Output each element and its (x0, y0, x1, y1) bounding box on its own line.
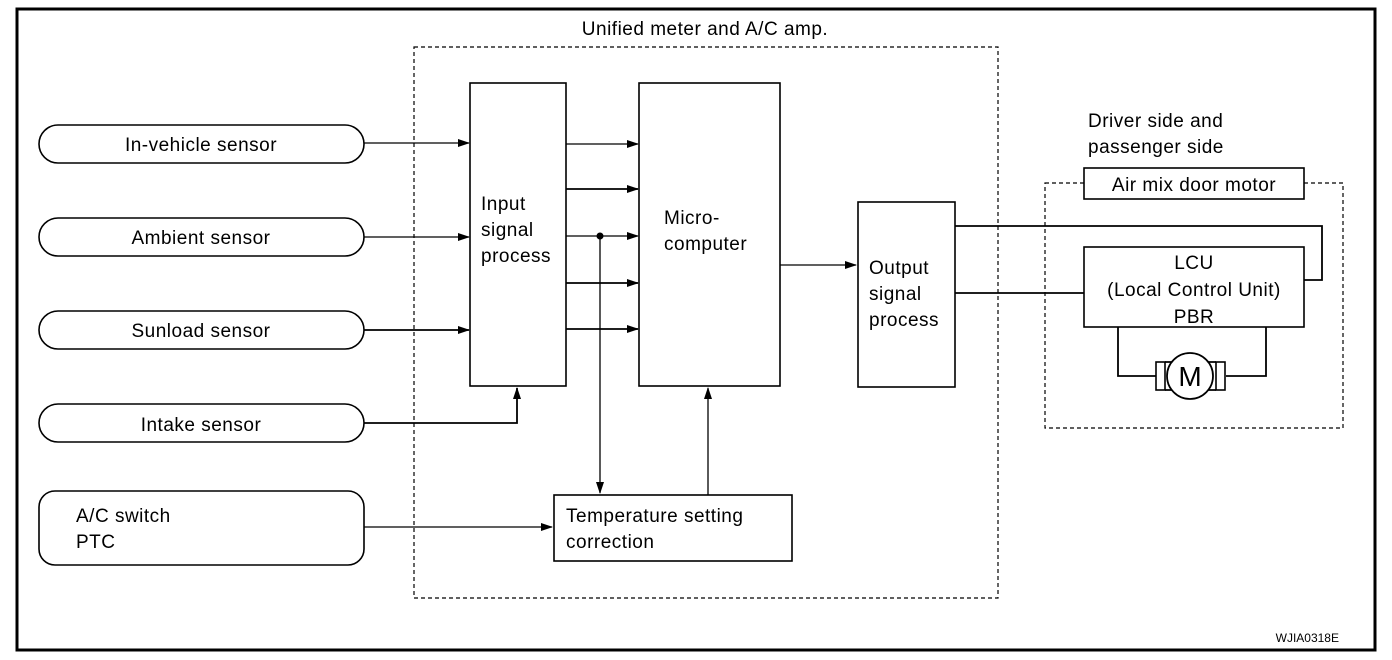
input-process-line3: process (481, 246, 551, 267)
outer-frame (15, 7, 1377, 652)
output-process-line3: process (869, 310, 939, 331)
microcomputer-line2: computer (664, 234, 747, 255)
sunload-sensor-label: Sunload sensor (131, 321, 270, 342)
motor-icon: M (1117, 327, 1267, 400)
driver-side-line2: passenger side (1088, 137, 1224, 158)
air-mix-door-motor-box: Air mix door motor (1083, 167, 1305, 200)
output-process-line1: Output (869, 258, 929, 279)
in-vehicle-sensor-label: In-vehicle sensor (125, 135, 277, 156)
air-mix-door-motor-label: Air mix door motor (1112, 175, 1276, 196)
microcomputer-box: Micro- computer (638, 82, 781, 387)
input-signal-process-box: Input signal process (469, 82, 567, 387)
lcu-line2: (Local Control Unit) (1107, 280, 1281, 301)
intake-arrow (364, 387, 521, 424)
lcu-box: LCU (Local Control Unit) PBR (1083, 246, 1305, 328)
temperature-correction-box: Temperature setting correction (553, 494, 793, 562)
ac-switch-label: A/C switch (76, 506, 171, 527)
driver-side-line1: Driver side and (1088, 111, 1223, 132)
ptc-label: PTC (76, 532, 116, 553)
unified-meter-title: Unified meter and A/C amp. (582, 19, 828, 40)
input-process-line1: Input (481, 194, 526, 215)
lcu-line1: LCU (1174, 253, 1214, 274)
in-vehicle-sensor-box: In-vehicle sensor (38, 124, 365, 164)
output-signal-process-box: Output signal process (857, 201, 956, 388)
output-to-lcu-wire-top (955, 225, 1323, 281)
ambient-sensor-label: Ambient sensor (131, 228, 270, 249)
figure-code: WJIA0318E (1276, 631, 1339, 645)
motor-label: M (1178, 361, 1201, 392)
intake-sensor-box: Intake sensor (38, 403, 365, 443)
sunload-sensor-box: Sunload sensor (38, 310, 365, 350)
microcomputer-line1: Micro- (664, 208, 720, 229)
ac-switch-box: A/C switch PTC (38, 490, 365, 566)
temperature-correction-line1: Temperature setting (566, 506, 743, 527)
lcu-line3: PBR (1174, 307, 1215, 328)
input-process-line2: signal (481, 220, 534, 241)
ambient-sensor-box: Ambient sensor (38, 217, 365, 257)
temperature-correction-line2: correction (566, 532, 654, 553)
output-process-line2: signal (869, 284, 922, 305)
intake-sensor-label: Intake sensor (141, 415, 262, 436)
